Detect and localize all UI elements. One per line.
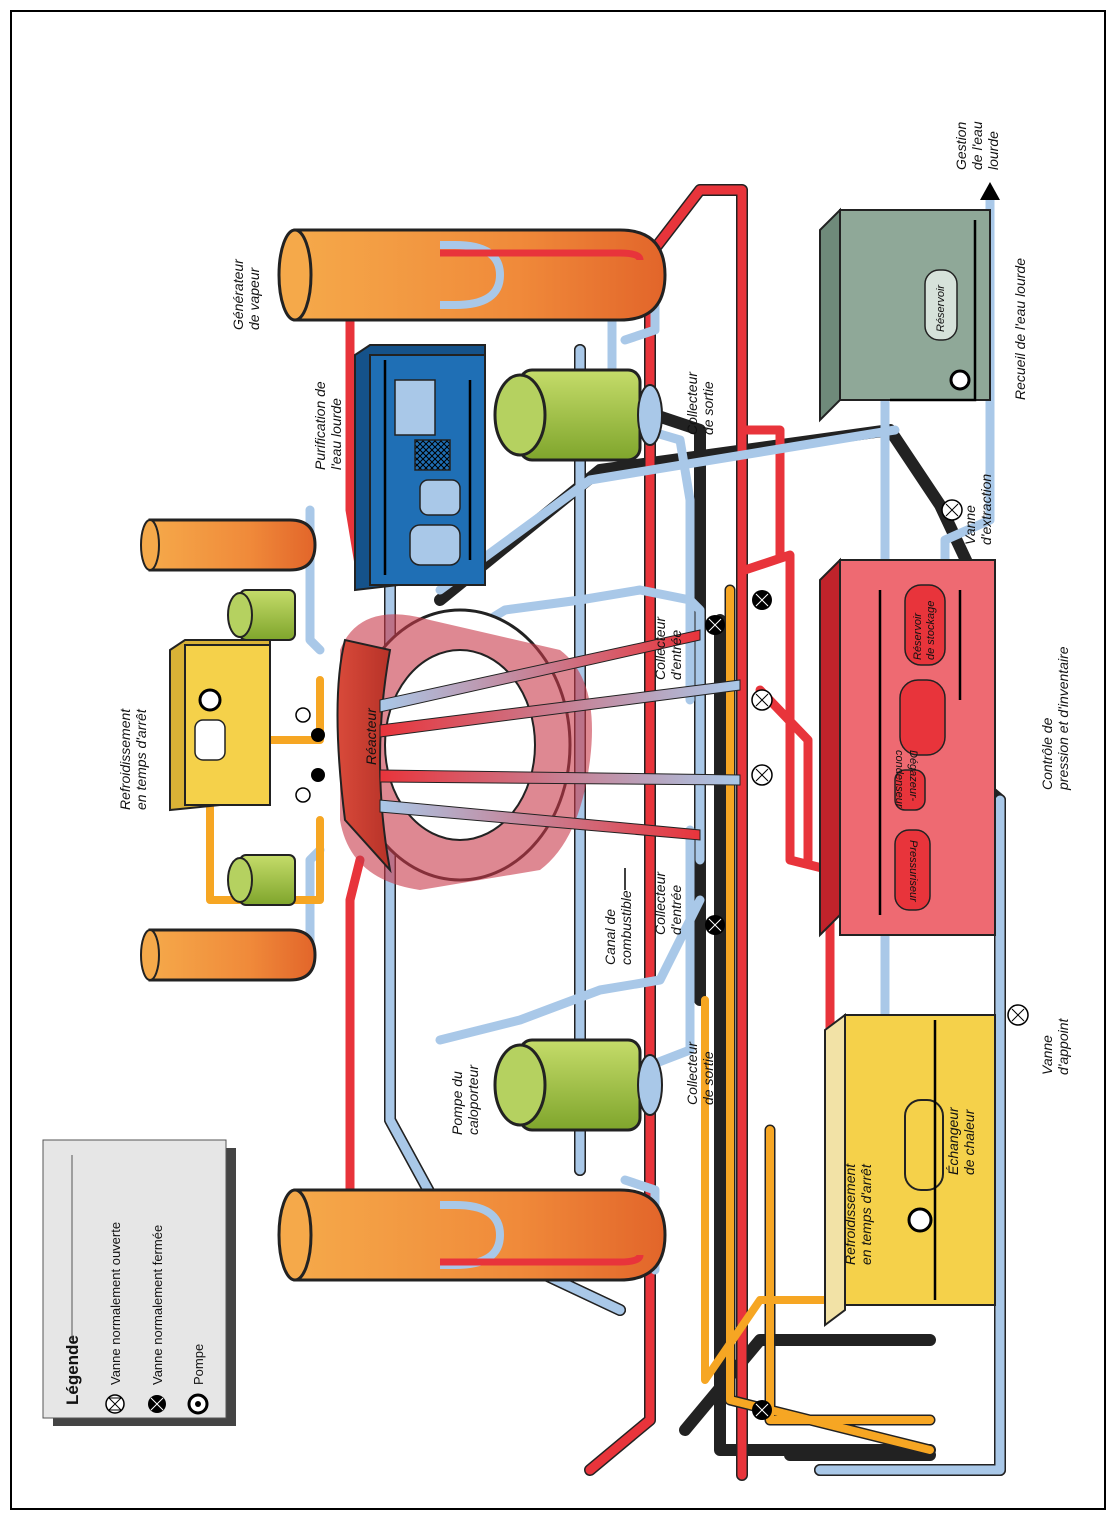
open-valve-icon: [106, 1395, 124, 1413]
closed-valve-icon: [752, 590, 772, 610]
label-refroid-left-2: en temps d'arrêt: [133, 708, 149, 810]
closed-valve-icon: [311, 768, 325, 782]
label-collecteur-sortie-b-1: Collecteur: [684, 1041, 700, 1105]
closed-valve-icon: [148, 1395, 166, 1413]
coolant-pump-small-top: [228, 590, 295, 640]
label-reservoir-stockage-2: de stockage: [925, 601, 937, 660]
coolant-pump-bottom: [495, 1040, 662, 1130]
label-refroid-right-1: Refroidissement: [842, 1163, 858, 1265]
label-refroid-left-1: Refroidissement: [117, 708, 133, 810]
label-echangeur-1: Échangeur: [945, 1106, 961, 1175]
label-collecteur-sortie-b-2: de sortie: [700, 1051, 716, 1105]
label-collecteur-entree-2: d'entrée: [668, 630, 684, 680]
label-vanne-extraction-1: Vanne: [962, 505, 978, 545]
label-purification-2: l'eau lourde: [328, 398, 344, 470]
steam-generator-small-top: [141, 520, 315, 570]
pump-icon: [909, 1209, 931, 1231]
label-pompe-2: caloporteur: [465, 1064, 481, 1135]
label-reservoir-recueil: Réservoir: [935, 284, 947, 332]
pump-icon: [189, 1395, 207, 1413]
open-valve-icon: [296, 708, 310, 722]
label-degazeur-1: Dégazeur-: [907, 750, 919, 801]
gestion-arrow-icon: [980, 182, 1000, 200]
legend-closed-valve-label: Vanne normalement fermée: [150, 1225, 165, 1385]
label-canal-1: Canal de: [602, 909, 618, 965]
closed-valve-icon: [311, 728, 325, 742]
legend-open-valve-label: Vanne normalement ouverte: [108, 1222, 123, 1385]
label-pressuriseur: Pressuriseur: [907, 840, 919, 903]
label-gestion-3: lourde: [985, 131, 1001, 170]
label-refroid-right-2: en temps d'arrêt: [858, 1163, 874, 1265]
label-collecteur-entree-b-1: Collecteur: [652, 871, 668, 935]
steam-generator-top: [279, 230, 665, 320]
open-valve-icon: [752, 690, 772, 710]
label-reservoir-stockage-1: Réservoir: [912, 612, 924, 660]
label-controle-1: Contrôle de: [1039, 717, 1055, 790]
purification-unit: [355, 345, 485, 590]
label-generateur-2: de vapeur: [246, 266, 262, 330]
label-echangeur-2: de chaleur: [961, 1108, 977, 1175]
label-gestion-1: Gestion: [953, 122, 969, 170]
shutdown-cooling-unit-left: [170, 640, 270, 810]
label-gestion-2: de l'eau: [969, 121, 985, 170]
label-vanne-appoint-2: d'appoint: [1055, 1018, 1071, 1076]
heavy-water-collection-unit: [820, 182, 1000, 420]
label-degazeur-2: condenseur: [893, 750, 905, 809]
label-canal-2: combustible: [618, 890, 634, 965]
steam-generator-bottom: [279, 1190, 665, 1280]
closed-valve-icon: [705, 615, 725, 635]
label-collecteur-entree-1: Collecteur: [652, 616, 668, 680]
label-generateur-1: Générateur: [230, 258, 246, 330]
legend-pump-label: Pompe: [191, 1344, 206, 1385]
label-reacteur: Réacteur: [363, 707, 379, 765]
open-valve-icon: [942, 500, 962, 520]
closed-valve-icon: [752, 1400, 772, 1420]
label-vanne-extraction-2: d'extraction: [978, 474, 994, 545]
legend: Légende Vanne normalement ouverte Vanne …: [43, 1140, 236, 1426]
pump-icon: [200, 690, 220, 710]
label-controle-2: pression et d'inventaire: [1055, 646, 1071, 791]
label-collecteur-sortie-1: Collecteur: [684, 371, 700, 435]
open-valve-icon: [752, 765, 772, 785]
steam-generator-small-bottom: [141, 930, 315, 980]
coolant-pump-small-bottom: [228, 855, 295, 905]
closed-valve-icon: [705, 915, 725, 935]
label-purification-1: Purification de: [312, 381, 328, 470]
label-recueil: Recueil de l'eau lourde: [1012, 258, 1028, 400]
legend-title: Légende: [63, 1335, 82, 1405]
label-collecteur-entree-b-2: d'entrée: [668, 885, 684, 935]
open-valve-icon: [296, 788, 310, 802]
label-vanne-appoint-1: Vanne: [1039, 1035, 1055, 1075]
open-valve-icon: [1008, 1005, 1028, 1025]
label-pompe-1: Pompe du: [449, 1071, 465, 1135]
label-collecteur-sortie-2: de sortie: [700, 381, 716, 435]
coolant-pump-top: [495, 370, 662, 460]
